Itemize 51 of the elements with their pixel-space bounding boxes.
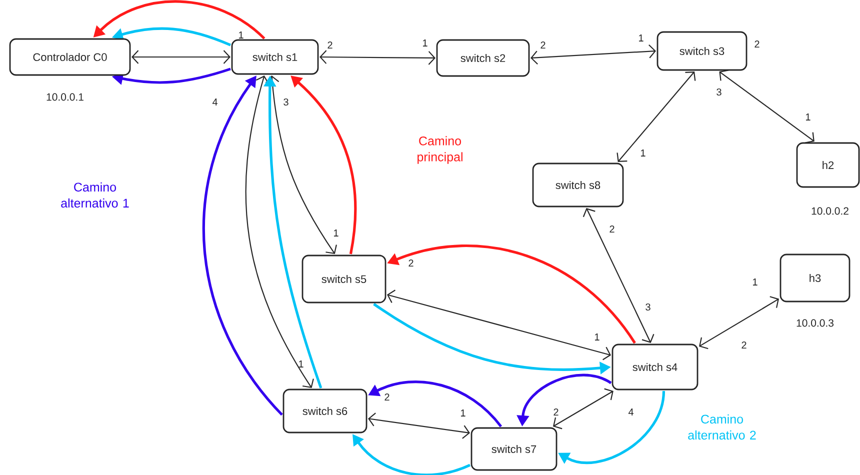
switch-box: switch s7 — [470, 427, 558, 471]
switch-box: h2 — [796, 142, 860, 188]
switch-box: switch s8 — [532, 162, 624, 208]
port-number: 1 — [595, 334, 600, 340]
port-number: 1 — [753, 278, 758, 286]
arrow — [699, 296, 779, 350]
arrow — [265, 76, 337, 254]
port-number: 4 — [628, 408, 634, 416]
path-label: Camino principal — [418, 136, 462, 164]
switch-box: switch s6 — [282, 388, 368, 434]
switch-box: switch s1 — [231, 39, 319, 75]
port-number: 2 — [554, 408, 558, 416]
port-number: 2 — [742, 342, 746, 348]
port-number: 1 — [639, 34, 644, 42]
arrow — [616, 72, 696, 162]
switch-box: switch s3 — [656, 31, 748, 71]
switch-box: Controlador C0 — [9, 38, 131, 76]
arrow — [582, 208, 654, 343]
switch-box: h3 — [780, 254, 850, 302]
arrow — [368, 412, 470, 439]
arrow — [530, 44, 656, 65]
port-number: 3 — [716, 88, 722, 96]
ip-address: 10.0.0.3 — [796, 319, 834, 327]
port-number: 1 — [334, 230, 338, 236]
path-label: Camino alternativo 2 — [688, 414, 756, 440]
port-number: 2 — [408, 260, 414, 266]
port-number: 2 — [328, 42, 332, 48]
ip-address: 10.0.0.2 — [812, 207, 848, 215]
switch-box: switch s2 — [436, 39, 530, 77]
port-number: 2 — [540, 42, 546, 48]
ip-address: 10.0.0.1 — [46, 93, 84, 101]
port-number: 1 — [806, 114, 810, 120]
arrow — [320, 50, 436, 65]
arrow — [719, 70, 814, 144]
port-number: 1 — [423, 40, 428, 46]
port-number: 3 — [284, 98, 288, 106]
arrow — [387, 290, 611, 360]
path-label: Camino alternativo 1 — [61, 182, 129, 208]
port-number: 1 — [299, 360, 304, 368]
switch-box: switch s4 — [612, 344, 698, 390]
port-number: 3 — [646, 303, 650, 311]
port-number: 1 — [641, 150, 646, 156]
port-number: 1 — [239, 32, 244, 38]
port-number: 1 — [461, 410, 466, 416]
port-number: 2 — [384, 394, 390, 400]
arrow — [552, 388, 614, 430]
port-number: 2 — [610, 226, 614, 232]
arrow — [132, 50, 230, 64]
port-number: 4 — [212, 98, 218, 106]
switch-box: switch s5 — [302, 254, 386, 304]
arrow — [245, 76, 314, 388]
